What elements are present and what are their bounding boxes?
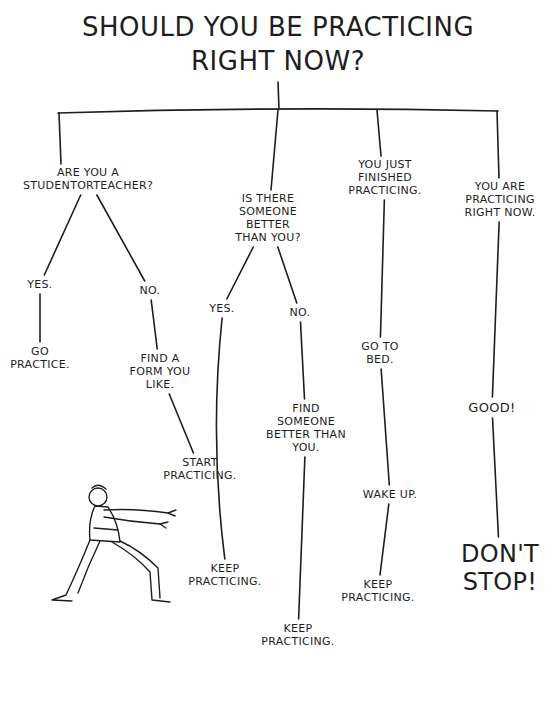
step-text: DON'T STOP! [445,540,552,596]
branch-drop [497,111,499,178]
flow-step: YES. [19,278,61,291]
connector-line [380,504,389,575]
flow-step: YOU JUST FINISHED PRACTICING. [339,158,431,197]
step-text: START PRACTICING. [154,456,246,482]
connector-line [492,222,499,397]
connector-line [216,318,224,559]
step-text: YOU JUST FINISHED PRACTICING. [339,158,431,197]
flow-step: KEEP PRACTICING. [179,562,271,588]
connector-line [97,195,145,281]
title-stem [278,82,279,109]
step-text: NO. [279,306,321,319]
flow-step: YOU ARE PRACTICING RIGHT NOW. [454,180,546,219]
connector-line [44,195,80,275]
step-text: FIND A FORM YOU LIKE. [123,352,197,391]
step-text: WAKE UP. [354,488,426,501]
connector-line [169,394,193,453]
step-text: YES. [201,302,243,315]
step-text: KEEP PRACTICING. [332,578,424,604]
connector-line [300,322,304,399]
branch-drop [59,113,61,164]
flow-step: FIND SOMEONE BETTER THAN YOU. [265,402,347,454]
flow-step: GO PRACTICE. [4,345,76,371]
step-text: YES. [19,278,61,291]
flow-step: START PRACTICING. [154,456,246,482]
step-text: GOOD! [460,400,524,415]
flow-step: WAKE UP. [354,488,426,501]
step-text: YOU ARE PRACTICING RIGHT NOW. [454,180,546,219]
step-text: KEEP PRACTICING. [252,622,344,648]
connector-line [381,369,389,485]
flow-step: FIND A FORM YOU LIKE. [123,352,197,391]
flow-step: YES. [201,302,243,315]
flow-step: KEEP PRACTICING. [252,622,344,648]
step-text: KEEP PRACTICING. [179,562,271,588]
connector-line [227,247,253,299]
tai-chi-figure [52,485,176,602]
connector-line [493,418,499,537]
connector-line [151,300,157,349]
chart-title: SHOULD YOU BE PRACTICING RIGHT NOW? [76,10,480,78]
connector-line [278,247,297,303]
step-text: GO PRACTICE. [4,345,76,371]
flow-step: GOOD! [460,400,524,415]
flow-step: GO TO BED. [349,340,411,366]
branch-drop [377,110,381,156]
connector-line [39,294,41,342]
flow-step: NO. [129,284,171,297]
connector-line [380,200,384,337]
flow-step: IS THERE SOMEONE BETTER THAN YOU? [230,192,306,244]
flow-step: NO. [279,306,321,319]
step-text: FIND SOMEONE BETTER THAN YOU. [265,402,347,454]
flow-step: KEEP PRACTICING. [332,578,424,604]
connector-line [299,457,305,619]
flow-step: ARE YOU A STUDENTORTEACHER? [22,166,154,192]
flow-step: DON'T STOP! [445,540,552,596]
step-text: NO. [129,284,171,297]
step-text: ARE YOU A STUDENTORTEACHER? [22,166,154,192]
step-text: IS THERE SOMEONE BETTER THAN YOU? [230,192,306,244]
step-text: GO TO BED. [349,340,411,366]
branch-drop [271,110,278,190]
